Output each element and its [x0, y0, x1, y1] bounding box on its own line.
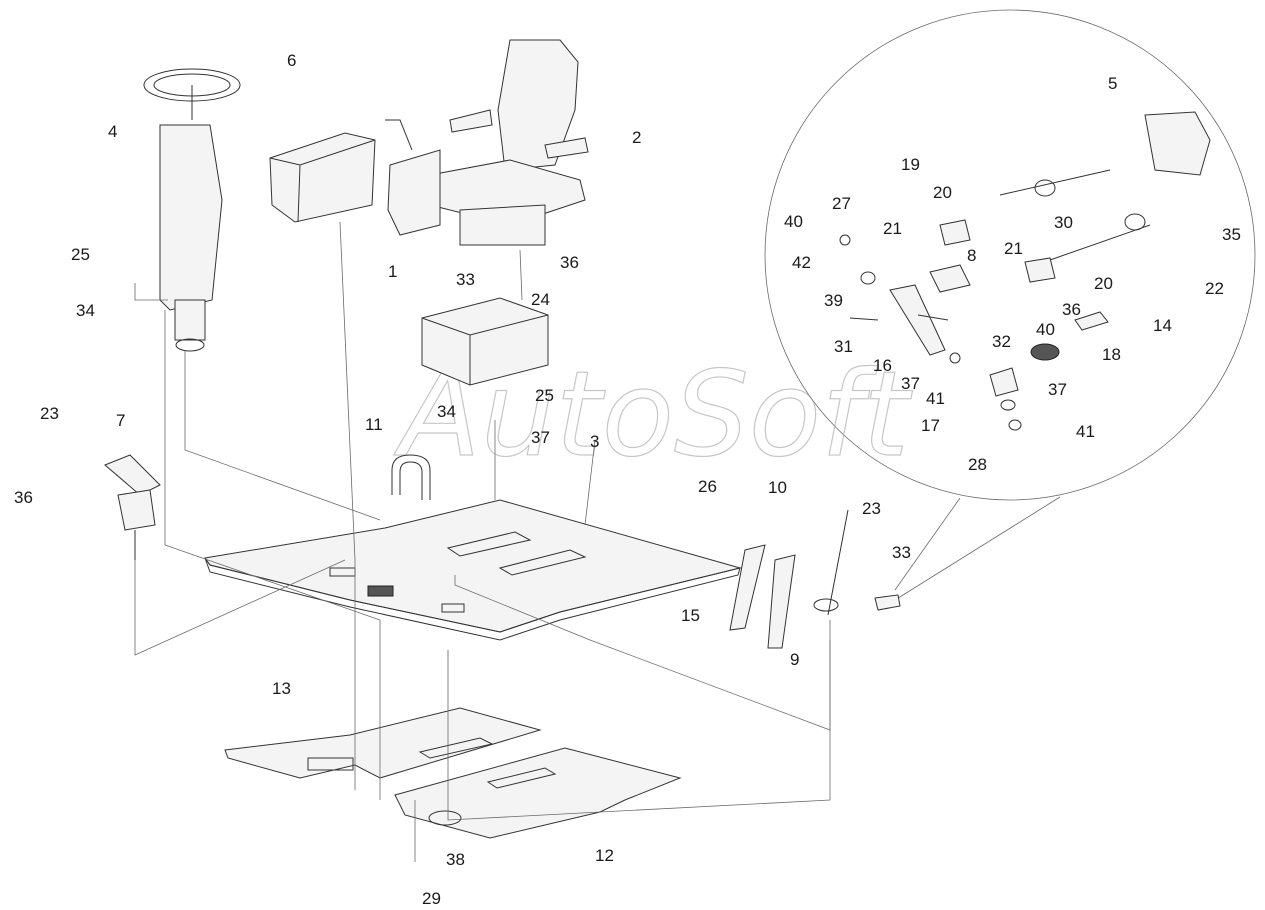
part-label-36b: 36 — [14, 488, 33, 507]
part-label-13: 13 — [272, 679, 291, 698]
part-label-20b: 20 — [1094, 274, 1113, 293]
part-label-29: 29 — [422, 889, 441, 908]
part-label-10: 10 — [768, 478, 787, 497]
part-label-36a: 36 — [560, 253, 579, 272]
part-label-12: 12 — [595, 846, 614, 865]
part-label-14: 14 — [1153, 316, 1172, 335]
part-label-18: 18 — [1102, 345, 1121, 364]
part-label-6: 6 — [287, 51, 296, 70]
part-label-8: 8 — [967, 246, 976, 265]
part-label-36c: 36 — [1062, 300, 1081, 319]
part-label-41a: 41 — [926, 389, 945, 408]
part-label-28: 28 — [968, 455, 987, 474]
floor-mat-12 — [394, 747, 682, 839]
part-label-33b: 33 — [892, 543, 911, 562]
box-1 — [421, 297, 549, 386]
seat-2 — [385, 39, 589, 246]
part-label-40a: 40 — [784, 212, 803, 231]
part-label-42: 42 — [792, 253, 811, 272]
part-label-24: 24 — [531, 290, 550, 309]
part-label-23b: 23 — [862, 499, 881, 518]
part-label-15: 15 — [681, 606, 700, 625]
part-label-37c: 37 — [1048, 380, 1067, 399]
part-label-1: 1 — [388, 262, 397, 281]
part-label-5: 5 — [1108, 74, 1117, 93]
part-label-23a: 23 — [40, 404, 59, 423]
pedal-valve-7 — [104, 454, 161, 560]
part-label-32: 32 — [992, 332, 1011, 351]
part-label-9: 9 — [790, 650, 799, 669]
part-label-25a: 25 — [71, 245, 90, 264]
part-label-26: 26 — [698, 477, 717, 496]
part-label-39: 39 — [824, 291, 843, 310]
part-label-11: 11 — [365, 415, 383, 434]
part-label-41b: 41 — [1076, 422, 1095, 441]
part-label-30: 30 — [1054, 213, 1073, 232]
part-label-21a: 21 — [883, 219, 902, 238]
armrest-console-6 — [269, 132, 376, 223]
part-label-19: 19 — [901, 155, 920, 174]
part-label-4: 4 — [108, 122, 117, 141]
handle-11 — [391, 454, 431, 500]
part-label-35: 35 — [1222, 225, 1241, 244]
part-label-40b: 40 — [1036, 320, 1055, 339]
levers-15-9-10 — [729, 509, 901, 649]
part-label-3: 3 — [590, 432, 599, 451]
inset-parts — [839, 111, 1211, 431]
part-label-2: 2 — [632, 128, 641, 147]
part-label-38: 38 — [446, 850, 465, 869]
part-label-7: 7 — [116, 411, 125, 430]
part-label-34b: 34 — [437, 402, 456, 421]
part-label-20a: 20 — [933, 183, 952, 202]
part-label-21b: 21 — [1004, 239, 1023, 258]
part-label-25b: 25 — [535, 386, 554, 405]
part-labels: 1 2 3 4 5 6 7 8 9 10 11 12 13 14 15 16 1… — [14, 51, 1241, 908]
part-label-27: 27 — [832, 194, 851, 213]
detail-inset — [764, 9, 1256, 601]
part-label-33a: 33 — [456, 270, 475, 289]
part-label-31: 31 — [834, 337, 853, 356]
part-label-37b: 37 — [901, 374, 920, 393]
leader-lines — [134, 221, 831, 862]
part-label-34a: 34 — [76, 301, 95, 320]
floor-panel-3 — [204, 499, 742, 641]
part-label-16: 16 — [873, 356, 892, 375]
part-label-22: 22 — [1205, 279, 1224, 298]
part-label-37a: 37 — [531, 428, 550, 447]
steering-column-4 — [143, 68, 241, 352]
part-label-17: 17 — [921, 416, 940, 435]
